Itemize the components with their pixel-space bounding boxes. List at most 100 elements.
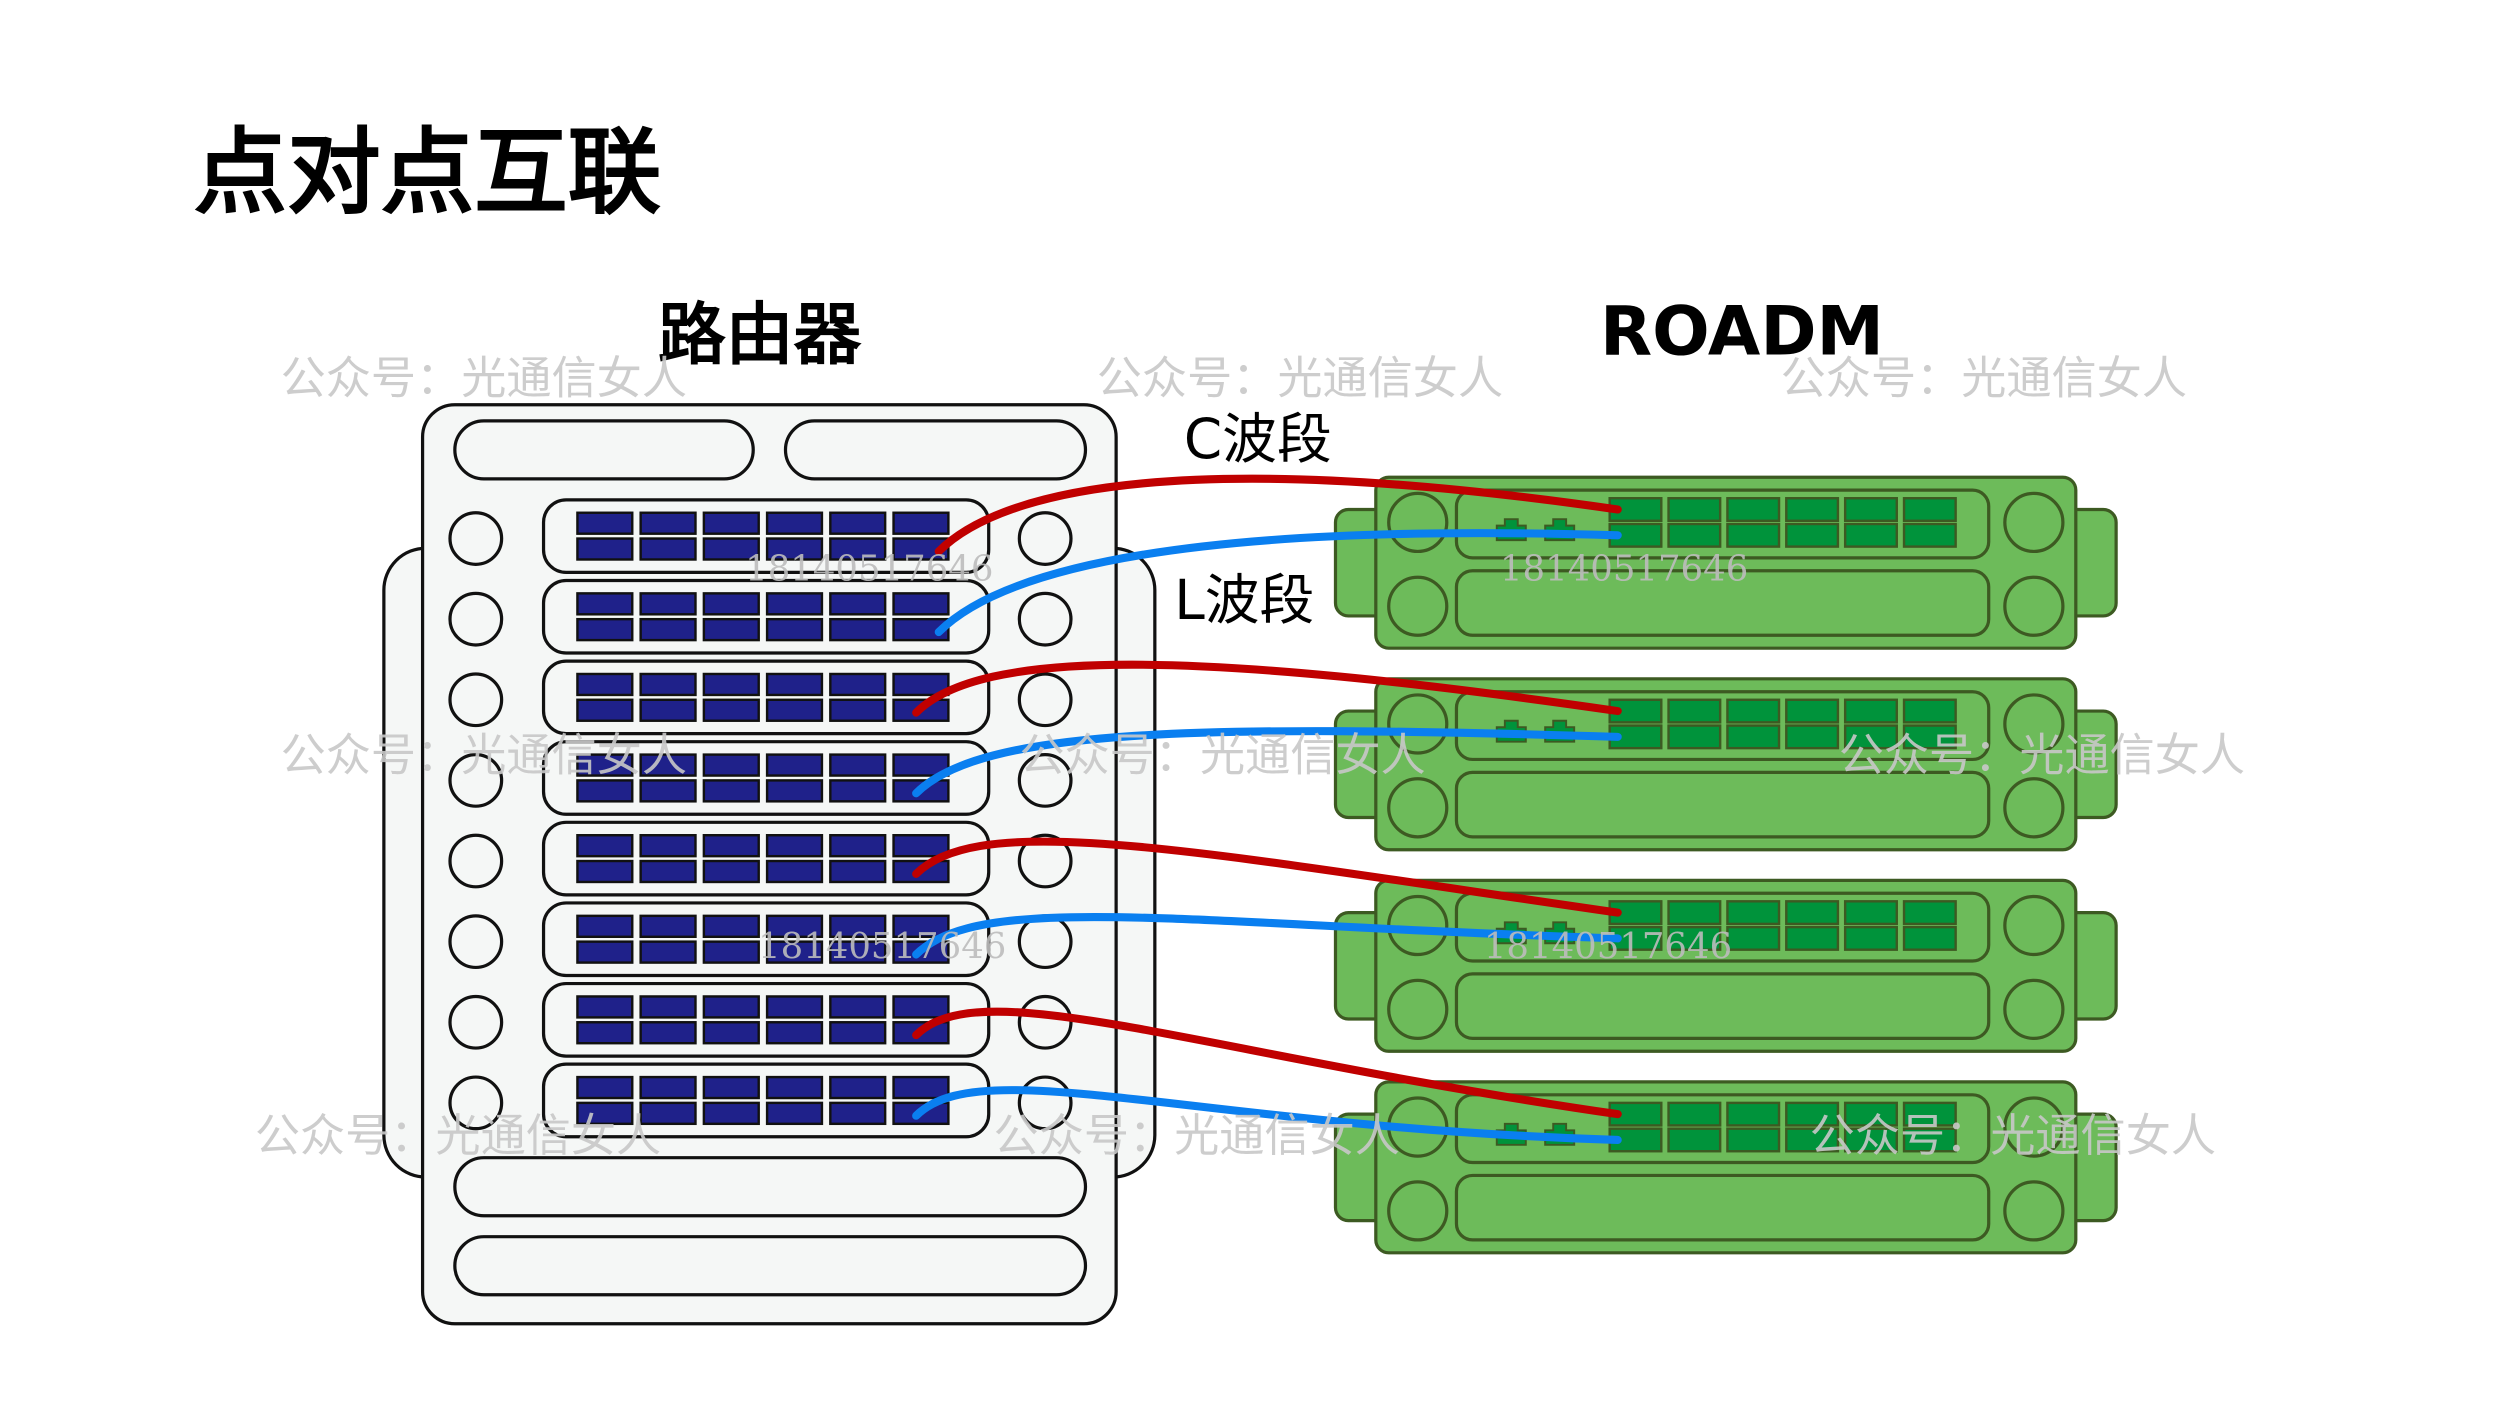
roadm-port[interactable] [1785, 925, 1840, 951]
router-port[interactable] [576, 779, 634, 803]
roadm-port[interactable] [1843, 724, 1898, 750]
router-port[interactable] [702, 753, 760, 777]
roadm-port[interactable] [1843, 497, 1898, 523]
router-port[interactable] [639, 592, 697, 616]
router-port[interactable] [829, 859, 887, 884]
router-port[interactable] [639, 753, 697, 777]
router-port[interactable] [702, 617, 760, 642]
router-port[interactable] [765, 995, 824, 1019]
router-port[interactable] [702, 1101, 760, 1126]
roadm-port[interactable] [1785, 497, 1840, 523]
roadm-port[interactable] [1902, 497, 1957, 523]
router-port[interactable] [702, 511, 760, 535]
router-port[interactable] [829, 592, 887, 616]
router-port[interactable] [829, 834, 887, 858]
router-port[interactable] [576, 698, 634, 722]
router-port[interactable] [702, 940, 760, 964]
router-port[interactable] [765, 753, 824, 777]
router-port[interactable] [576, 753, 634, 777]
roadm-port[interactable] [1843, 522, 1898, 548]
router-port[interactable] [765, 698, 824, 722]
router-port[interactable] [576, 511, 634, 535]
router-port[interactable] [639, 940, 697, 964]
router-port[interactable] [765, 1101, 824, 1126]
router-port[interactable] [702, 698, 760, 722]
router-port[interactable] [702, 537, 760, 561]
router-port[interactable] [639, 537, 697, 561]
router-port[interactable] [576, 537, 634, 561]
router-port[interactable] [702, 779, 760, 803]
router-port[interactable] [765, 592, 824, 616]
roadm-port[interactable] [1785, 698, 1840, 724]
router-port[interactable] [639, 995, 697, 1019]
roadm-port[interactable] [1785, 900, 1840, 926]
router-port[interactable] [639, 914, 697, 939]
roadm-port[interactable] [1843, 925, 1898, 951]
router-port[interactable] [702, 914, 760, 939]
roadm-port[interactable] [1667, 1101, 1722, 1127]
router-port[interactable] [829, 779, 887, 803]
router-port[interactable] [765, 1075, 824, 1100]
router-port[interactable] [702, 1021, 760, 1045]
router-port[interactable] [639, 672, 697, 697]
router-port[interactable] [892, 1075, 950, 1100]
router-port[interactable] [639, 834, 697, 858]
router-port[interactable] [765, 859, 824, 884]
router-port[interactable] [765, 914, 824, 939]
router-port[interactable] [829, 753, 887, 777]
roadm-port[interactable] [1902, 698, 1957, 724]
roadm-port[interactable] [1902, 1127, 1957, 1153]
roadm-port[interactable] [1785, 724, 1840, 750]
router-port[interactable] [639, 1101, 697, 1126]
router-port[interactable] [829, 1075, 887, 1100]
router-port[interactable] [892, 753, 950, 777]
router-port[interactable] [702, 672, 760, 697]
router-port[interactable] [892, 511, 950, 535]
router-port[interactable] [892, 537, 950, 561]
roadm-port[interactable] [1667, 900, 1722, 926]
router-port[interactable] [892, 592, 950, 616]
router-port[interactable] [576, 859, 634, 884]
router-port[interactable] [576, 672, 634, 697]
router-port[interactable] [892, 834, 950, 858]
roadm-port[interactable] [1902, 1101, 1957, 1127]
router-port[interactable] [639, 617, 697, 642]
router-port[interactable] [765, 1021, 824, 1045]
roadm-port[interactable] [1785, 1101, 1840, 1127]
roadm-port[interactable] [1667, 1127, 1722, 1153]
roadm-port[interactable] [1726, 1127, 1781, 1153]
router-port[interactable] [765, 834, 824, 858]
roadm-port[interactable] [1726, 900, 1781, 926]
router-port[interactable] [765, 617, 824, 642]
roadm-port[interactable] [1726, 925, 1781, 951]
router-port[interactable] [765, 511, 824, 535]
roadm-port[interactable] [1843, 1101, 1898, 1127]
roadm-port[interactable] [1785, 1127, 1840, 1153]
router-port[interactable] [639, 1075, 697, 1100]
roadm-port[interactable] [1902, 925, 1957, 951]
router-port[interactable] [576, 617, 634, 642]
router-port[interactable] [892, 995, 950, 1019]
roadm-port[interactable] [1726, 497, 1781, 523]
router-port[interactable] [892, 914, 950, 939]
router-port[interactable] [829, 914, 887, 939]
roadm-port[interactable] [1667, 698, 1722, 724]
router-port[interactable] [829, 672, 887, 697]
router-port[interactable] [639, 779, 697, 803]
router-port[interactable] [829, 537, 887, 561]
router-port[interactable] [576, 834, 634, 858]
router-port[interactable] [576, 1075, 634, 1100]
roadm-port[interactable] [1843, 698, 1898, 724]
roadm-port[interactable] [1726, 1101, 1781, 1127]
router-port[interactable] [829, 1101, 887, 1126]
router-port[interactable] [576, 592, 634, 616]
roadm-port[interactable] [1843, 900, 1898, 926]
roadm-port[interactable] [1902, 900, 1957, 926]
roadm-port[interactable] [1726, 522, 1781, 548]
router-port[interactable] [639, 511, 697, 535]
router-port[interactable] [702, 1075, 760, 1100]
router-port[interactable] [576, 1021, 634, 1045]
router-port[interactable] [765, 672, 824, 697]
router-port[interactable] [829, 1021, 887, 1045]
router-port[interactable] [765, 537, 824, 561]
